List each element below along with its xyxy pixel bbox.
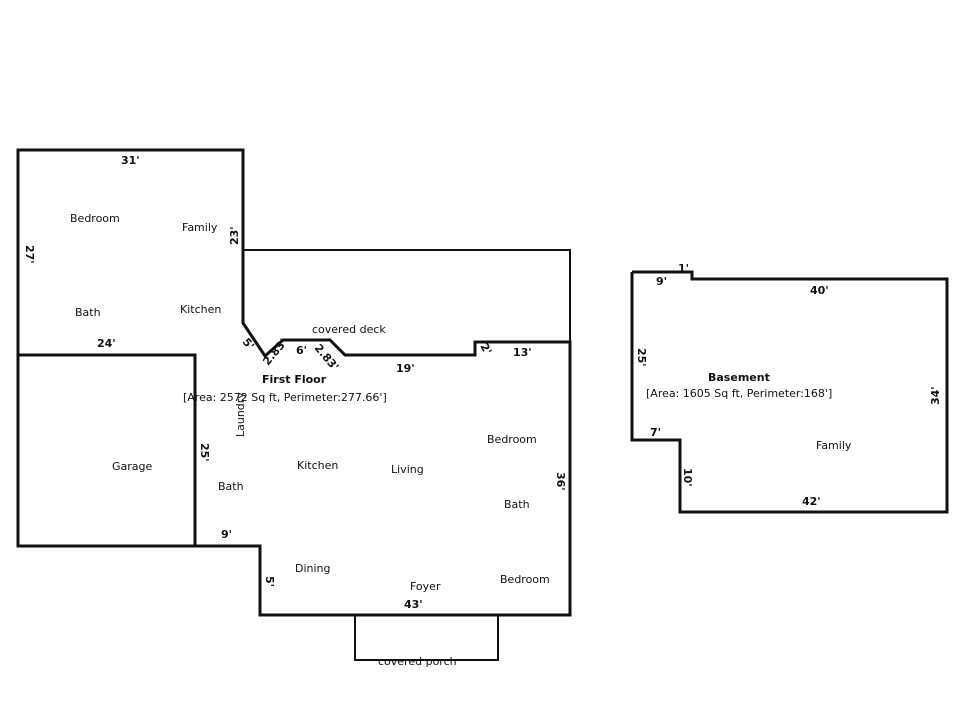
- room-kitchen: Kitchen: [297, 459, 338, 472]
- dim-label: 23': [228, 226, 241, 245]
- room-garage: Garage: [112, 460, 153, 473]
- room-family: Family: [182, 221, 218, 234]
- dim-label: 19': [396, 362, 415, 375]
- covered-deck-label: covered deck: [312, 323, 386, 336]
- dim-label: 2.83': [260, 336, 290, 368]
- dim-label: 42': [802, 495, 821, 508]
- dim-label: 25': [198, 443, 211, 462]
- basement-stats: [Area: 1605 Sq ft, Perimeter:168']: [646, 387, 832, 400]
- dim-label: 13': [513, 346, 532, 359]
- dim-label: 25': [635, 348, 648, 367]
- porch-outline: [354, 615, 499, 661]
- room-bedroom: Bedroom: [500, 573, 550, 586]
- deck-outline: [243, 249, 571, 342]
- room-bath: Bath: [218, 480, 244, 493]
- first-floor-title: First Floor: [262, 373, 327, 386]
- dim-label: 27': [23, 245, 36, 264]
- room-bedroom: Bedroom: [487, 433, 537, 446]
- upper-wing-wall: [16, 148, 572, 617]
- covered-porch-label: covered porch: [378, 655, 457, 668]
- dim-label: 5': [263, 576, 276, 587]
- room-laundry: Laundry: [234, 392, 247, 437]
- dim-label: 1': [678, 262, 689, 275]
- room-living: Living: [391, 463, 424, 476]
- basement-title: Basement: [708, 371, 770, 384]
- garage-wall: [16, 355, 195, 548]
- dim-label: 9': [656, 275, 667, 288]
- room-bedroom: Bedroom: [70, 212, 120, 225]
- dim-label: 7': [650, 426, 661, 439]
- room-bath: Bath: [504, 498, 530, 511]
- dim-label: 43': [404, 598, 423, 611]
- first-floor-stats: [Area: 2572 Sq ft, Perimeter:277.66']: [183, 391, 387, 404]
- dim-label: 31': [121, 154, 140, 167]
- dim-label: 10': [681, 468, 694, 487]
- room-family: Family: [816, 439, 852, 452]
- room-kitchen: Kitchen: [180, 303, 221, 316]
- dim-label: 6': [296, 344, 307, 357]
- room-foyer: Foyer: [410, 580, 441, 593]
- dim-label: 34': [929, 386, 942, 405]
- dim-label: 24': [97, 337, 116, 350]
- room-dining: Dining: [295, 562, 331, 575]
- dim-label: 40': [810, 284, 829, 297]
- dim-label: 9': [221, 528, 232, 541]
- room-bath: Bath: [75, 306, 101, 319]
- basement-wall: [630, 270, 949, 514]
- dim-label: 36': [554, 472, 567, 491]
